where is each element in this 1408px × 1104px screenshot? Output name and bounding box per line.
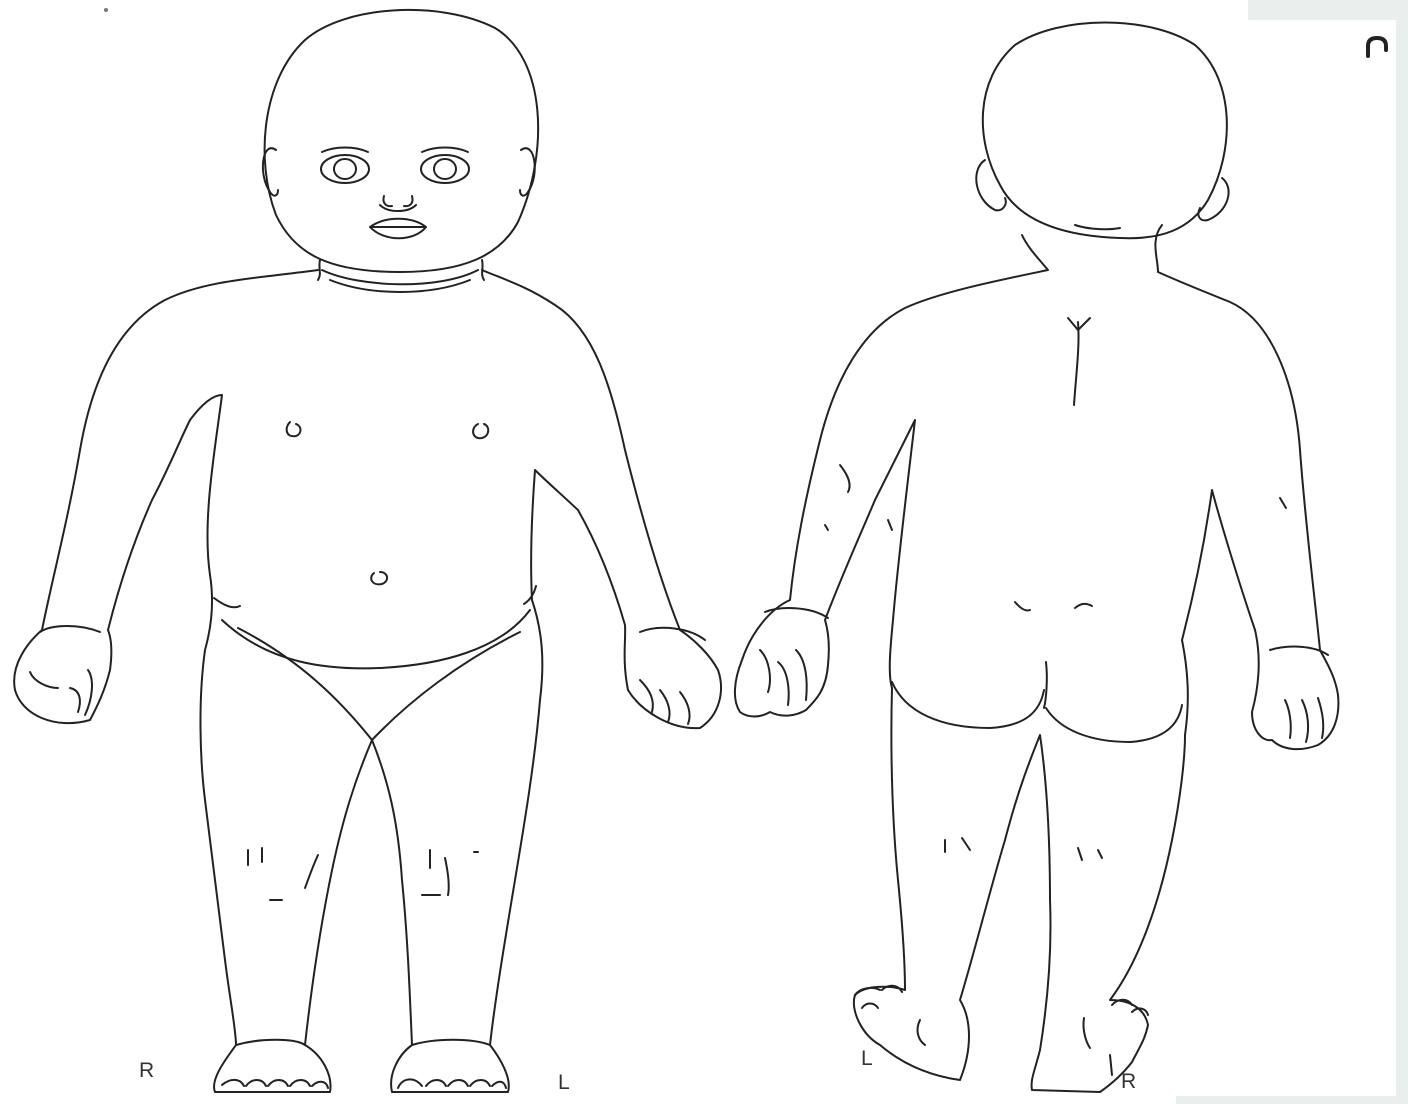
back-spine xyxy=(1074,322,1079,405)
back-head xyxy=(976,23,1228,239)
back-right-side-label: R xyxy=(1121,1071,1136,1092)
front-right-side-label: R xyxy=(139,1060,154,1081)
back-body-outline xyxy=(735,225,1339,1092)
back-leg-details xyxy=(918,838,1112,1075)
back-feet xyxy=(855,986,1148,1015)
back-left-side-label: L xyxy=(861,1048,873,1069)
front-left-side-label: L xyxy=(558,1072,570,1093)
back-buttocks xyxy=(892,662,1182,742)
back-hands xyxy=(760,608,1328,742)
back-torso-details xyxy=(825,318,1286,611)
